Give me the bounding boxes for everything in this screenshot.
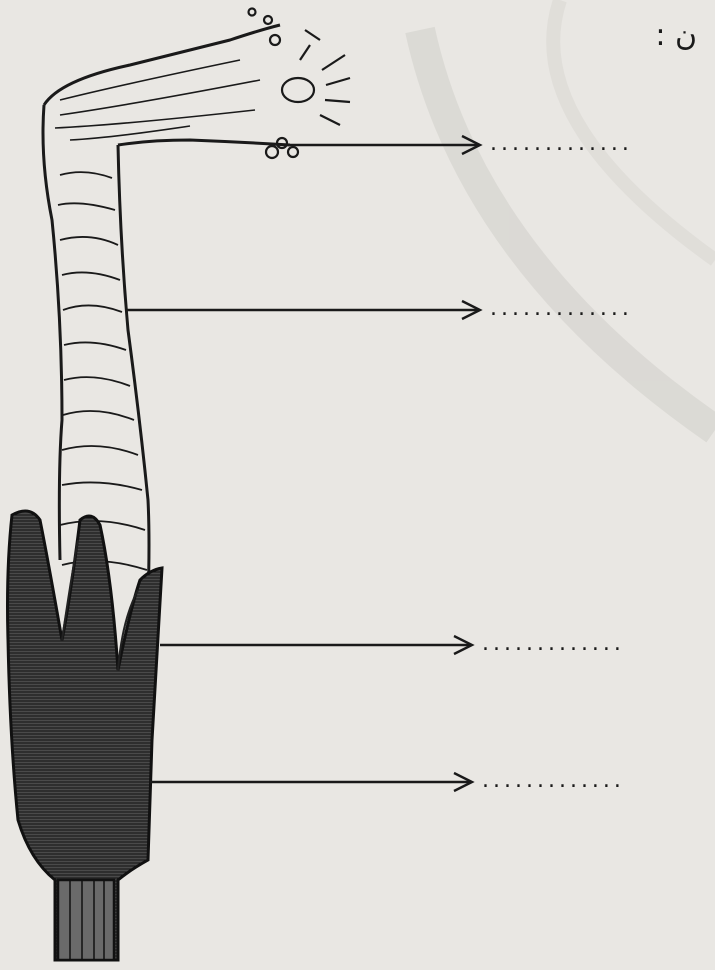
background-stain: [420, 0, 715, 430]
hair-shaft: [43, 25, 290, 600]
answer-blank-1: .............: [490, 131, 633, 156]
answer-blank-3: .............: [482, 631, 625, 656]
label-arrows: [125, 136, 480, 791]
arrow-3: [160, 636, 472, 654]
answer-blank-4: .............: [482, 768, 625, 793]
arrow-4: [150, 773, 472, 791]
hair-follicle: [8, 511, 163, 960]
answer-blank-2: .............: [490, 296, 633, 321]
arrow-2: [125, 301, 480, 319]
worksheet-header: ن :: [655, 18, 697, 53]
